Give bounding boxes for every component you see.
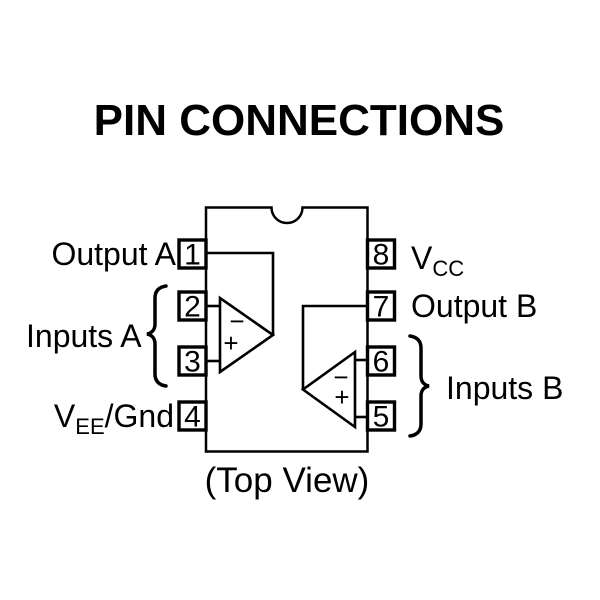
label-output-b: Output B: [411, 288, 537, 324]
opamp-b-output-trace: [301, 304, 368, 389]
page-title: PIN CONNECTIONS: [94, 96, 505, 145]
pin-7-number: 7: [373, 291, 390, 324]
opamp-a-plus-sign: +: [223, 328, 238, 358]
inputs-a-brace: [146, 284, 168, 388]
pin-1-number: 1: [184, 239, 201, 272]
pin-3-box: [177, 345, 208, 377]
pin-3-number: 3: [184, 346, 201, 379]
label-output-a: Output A: [51, 236, 176, 272]
label-inputs-b: Inputs B: [446, 370, 563, 406]
top-view-caption: (Top View): [205, 461, 370, 500]
pin-5-box: [365, 400, 397, 432]
pin-6-number: 6: [373, 346, 390, 379]
pin-4-number: 4: [184, 401, 201, 434]
label-inputs-a: Inputs A: [26, 318, 142, 354]
pins-left: 1 2 3 4: [177, 238, 208, 434]
label-vee-gnd: VEE/Gnd: [54, 398, 174, 439]
opamp-a: − +: [206, 251, 276, 375]
inputs-b-brace: [408, 334, 430, 438]
pin-2-box: [177, 290, 208, 322]
pin-4-box: [177, 400, 208, 432]
opamp-a-minus-sign: −: [229, 306, 244, 336]
opamp-a-triangle: [218, 295, 276, 375]
pin-6-box: [365, 345, 397, 377]
pin-5-number: 5: [373, 401, 390, 434]
opamp-a-output-trace: [206, 251, 275, 335]
pin-8-number: 8: [373, 239, 390, 272]
pin-2-number: 2: [184, 291, 201, 324]
opamp-b-plus-sign: +: [334, 382, 349, 412]
opamp-b-minus-sign: −: [333, 362, 348, 392]
pins-right: 8 7 6 5: [365, 238, 397, 434]
label-vcc: VCC: [411, 240, 464, 281]
pin-7-box: [365, 290, 397, 322]
pin-8-box: [365, 238, 397, 270]
pin-1-box: [177, 238, 208, 270]
opamp-b-triangle: [300, 349, 357, 430]
